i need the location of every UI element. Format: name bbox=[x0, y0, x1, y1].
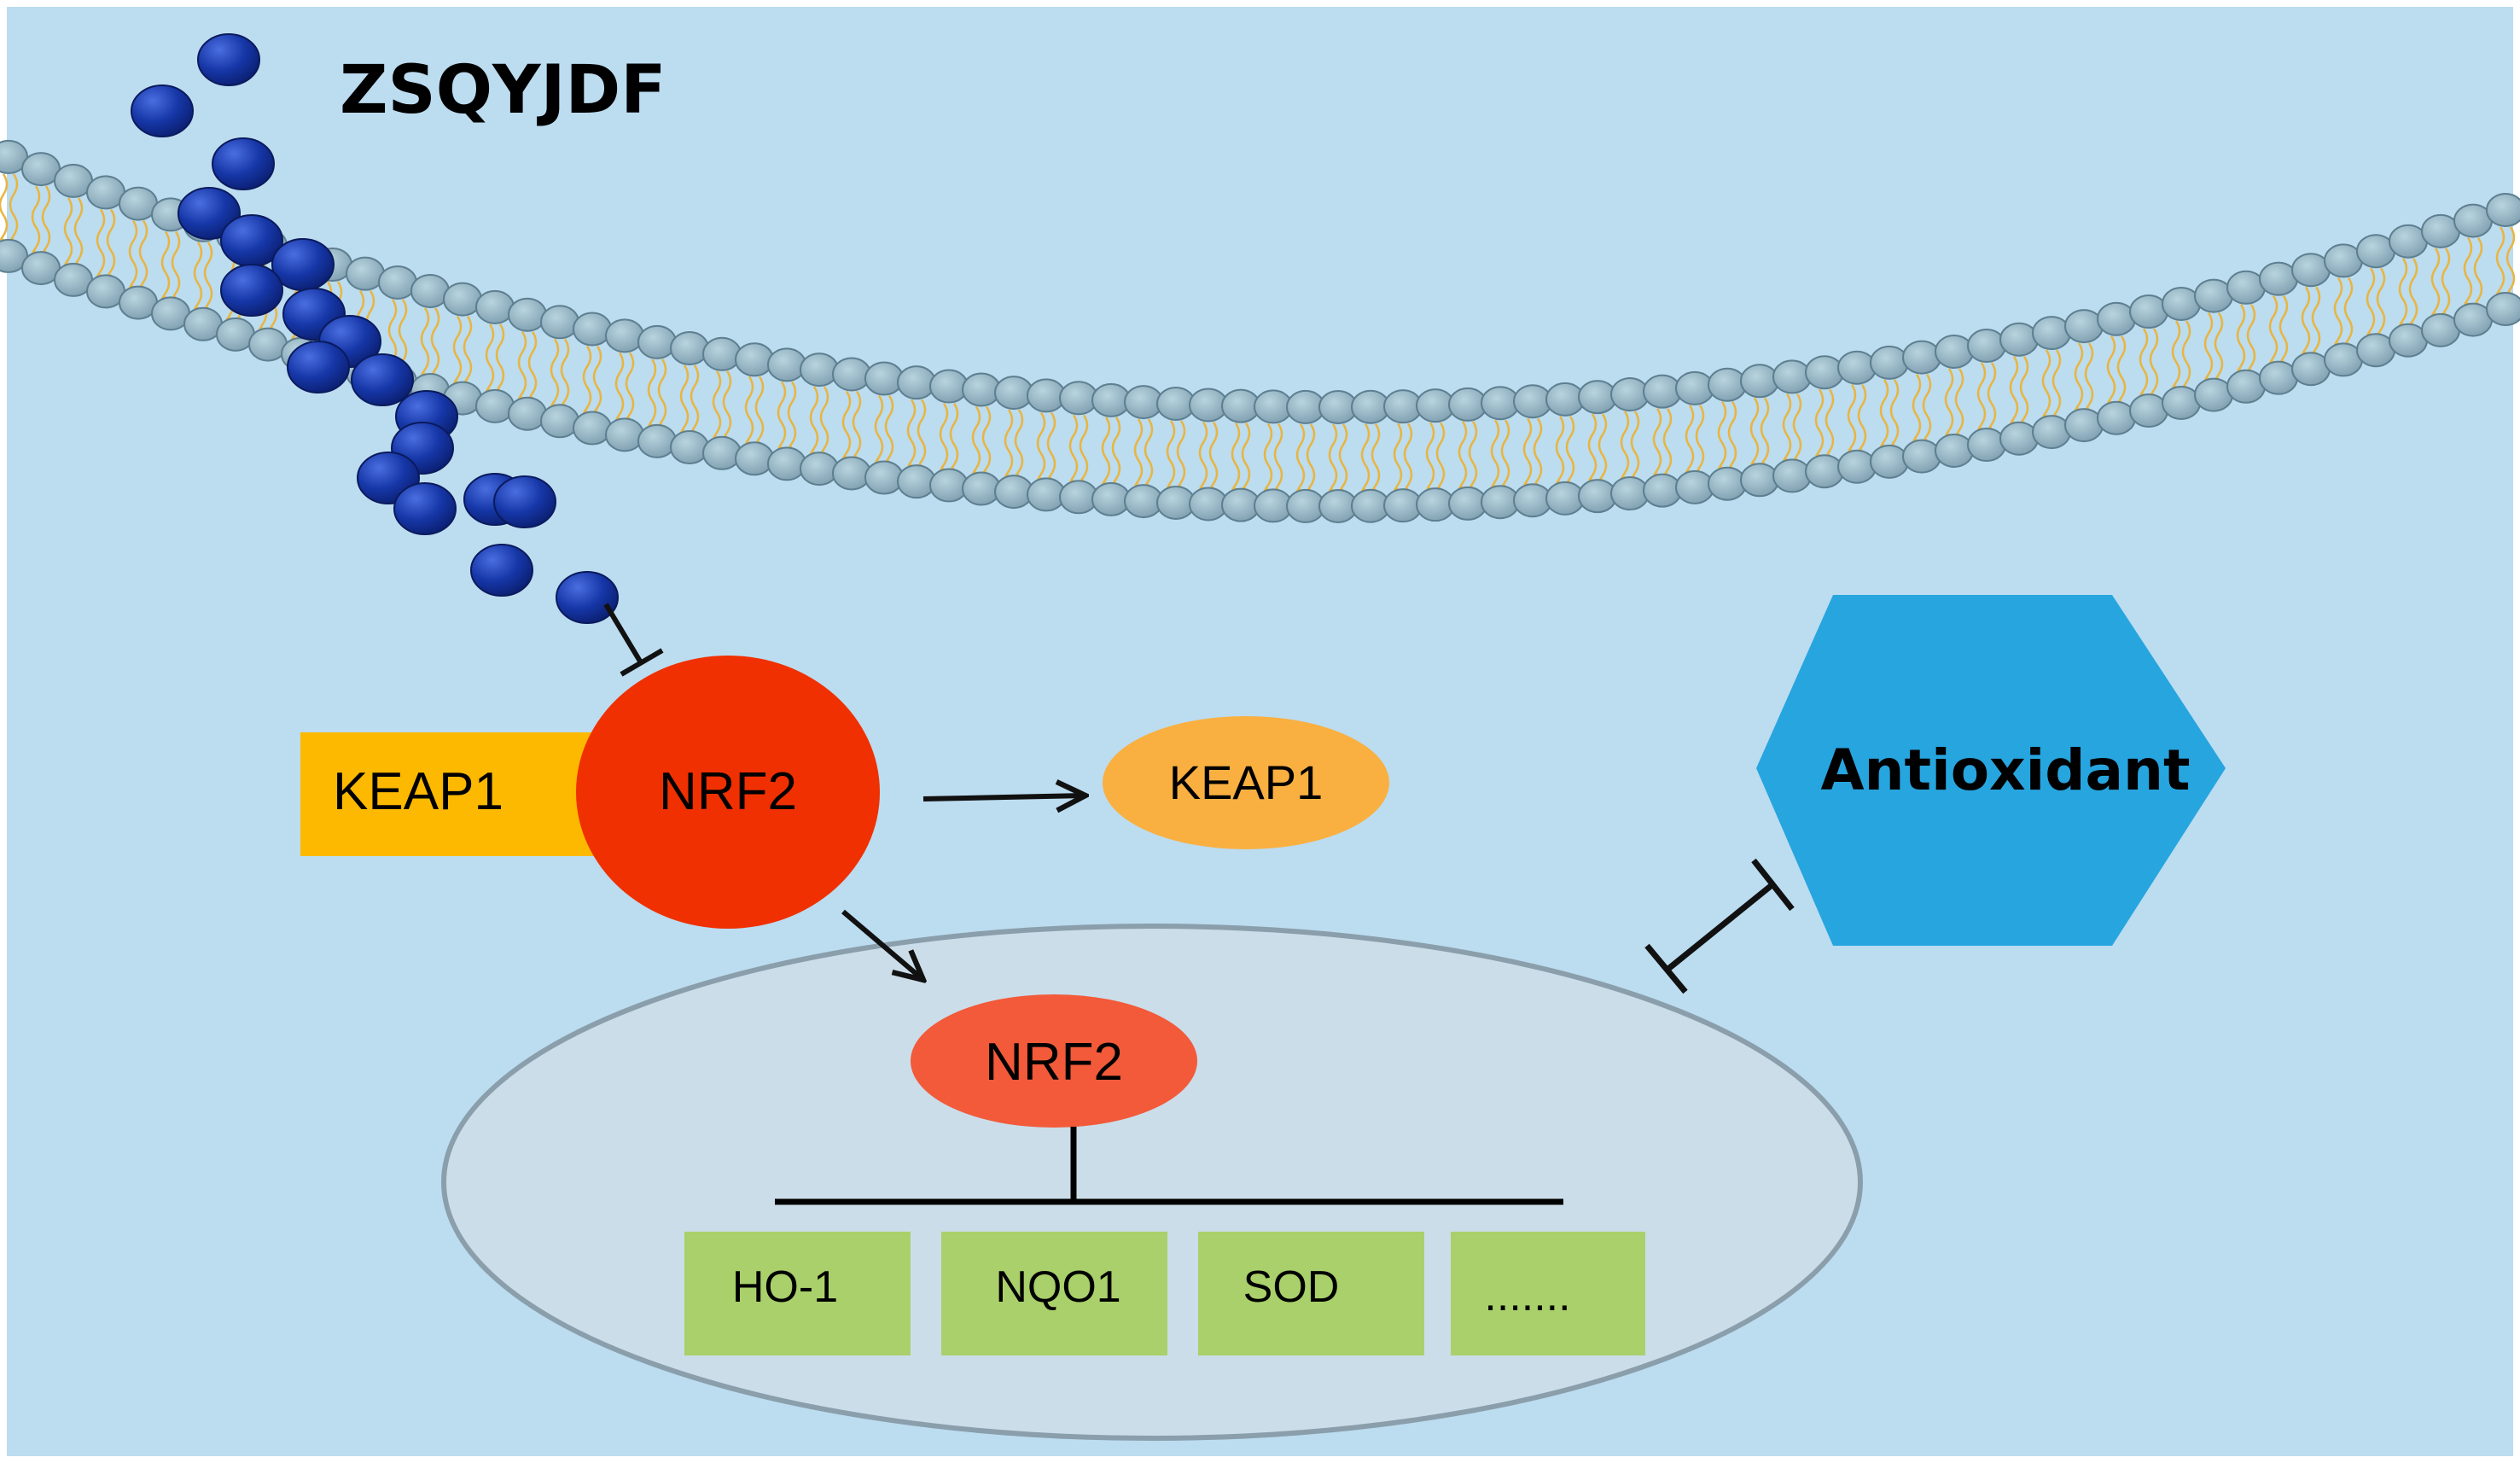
cell-membrane bbox=[0, 139, 2520, 523]
compound-sphere bbox=[493, 475, 556, 528]
inhibition-antioxidant-nucleus bbox=[1644, 858, 1795, 994]
compound-sphere bbox=[197, 33, 260, 86]
compound-sphere bbox=[470, 544, 533, 597]
lipid-heads bbox=[0, 139, 2520, 523]
compound-title: ZSQYJDF bbox=[340, 52, 666, 129]
gene-box-ho1: HO-1 bbox=[684, 1232, 911, 1355]
keap1-free-label: KEAP1 bbox=[1169, 755, 1324, 809]
arrow-nrf2-to-keap1 bbox=[922, 796, 1085, 799]
compound-zsqyjdf bbox=[131, 33, 619, 624]
gene-box-nqo1: NQO1 bbox=[941, 1232, 1167, 1355]
arrow-nrf2-to-nucleus bbox=[841, 909, 923, 980]
nucleus bbox=[441, 924, 1863, 1441]
nrf2-nucleus-node bbox=[911, 994, 1197, 1128]
compound-sphere bbox=[212, 137, 275, 190]
compound-sphere bbox=[287, 341, 350, 393]
compound-sphere bbox=[178, 187, 241, 240]
compound-sphere bbox=[351, 353, 414, 406]
nrf2-cytoplasm-node bbox=[576, 656, 880, 929]
gene-label-ho1: HO-1 bbox=[732, 1262, 838, 1312]
keap1-bound-label: KEAP1 bbox=[333, 762, 503, 821]
gene-box-sod: SOD bbox=[1198, 1232, 1424, 1355]
antioxidant-label: Antioxidant bbox=[1820, 737, 2190, 803]
compound-sphere bbox=[393, 482, 457, 535]
gene-label-sod: SOD bbox=[1243, 1262, 1340, 1312]
compound-sphere bbox=[556, 571, 619, 624]
compound-sphere bbox=[131, 85, 194, 137]
compound-sphere bbox=[220, 264, 283, 317]
gene-label-more: ....... bbox=[1484, 1271, 1570, 1320]
gene-label-nqo1: NQO1 bbox=[995, 1262, 1120, 1312]
nrf2-nucleus-label: NRF2 bbox=[985, 1033, 1123, 1092]
inhibition-compound-nrf2 bbox=[603, 603, 664, 677]
gene-box-more: ....... bbox=[1451, 1232, 1645, 1355]
gene-regulation-connector bbox=[775, 1127, 1563, 1205]
nrf2-cytoplasm-label: NRF2 bbox=[659, 762, 797, 821]
antioxidant-hexagon bbox=[1756, 595, 2226, 946]
keap1-bound-box bbox=[300, 732, 599, 856]
keap1-free-node bbox=[1103, 716, 1389, 849]
